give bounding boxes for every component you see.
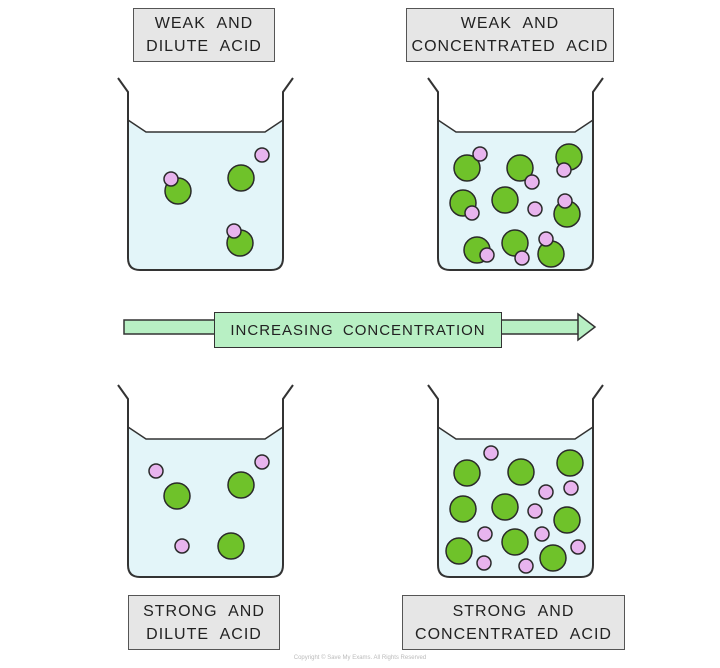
beaker-weak-dilute: [117, 77, 294, 271]
label-line: STRONG AND: [452, 602, 575, 620]
hydrogen-ion: [570, 539, 586, 555]
hydrogen-ion: [163, 171, 179, 187]
hydrogen-ion: [226, 223, 242, 239]
label-line: STRONG AND: [143, 602, 265, 620]
acid-particle: [217, 532, 245, 560]
acid-particle: [227, 164, 255, 192]
hydrogen-ion: [518, 558, 534, 574]
acid-particle: [445, 537, 473, 565]
hydrogen-ion: [538, 231, 554, 247]
acid-particle: [501, 528, 529, 556]
hydrogen-ion: [534, 526, 550, 542]
label-weak-concentrated: WEAK AND CONCENTRATED ACID: [406, 8, 614, 62]
label-line: CONCENTRATED ACID: [411, 38, 609, 55]
hydrogen-ion: [524, 174, 540, 190]
acid-particle: [453, 459, 481, 487]
label-line: DILUTE ACID: [146, 625, 262, 643]
hydrogen-ion: [527, 201, 543, 217]
arrow-label: INCREASING CONCENTRATION: [214, 312, 502, 348]
hydrogen-ion: [476, 555, 492, 571]
label-line: WEAK AND: [154, 15, 254, 32]
hydrogen-ion: [254, 147, 270, 163]
acid-particle: [453, 154, 481, 182]
acid-particle: [491, 186, 519, 214]
acid-particle: [491, 493, 519, 521]
acid-particle: [163, 482, 191, 510]
label-line: WEAK AND: [460, 15, 560, 32]
acid-particle: [539, 544, 567, 572]
hydrogen-ion: [527, 503, 543, 519]
hydrogen-ion: [514, 250, 530, 266]
acid-particle: [227, 471, 255, 499]
copyright-text: Copyright © Save My Exams. All Rights Re…: [293, 655, 427, 661]
label-line: DILUTE ACID: [146, 38, 262, 55]
hydrogen-ion: [148, 463, 164, 479]
acid-particle: [449, 495, 477, 523]
hydrogen-ion: [254, 454, 270, 470]
hydrogen-ion: [538, 484, 554, 500]
hydrogen-ion: [557, 193, 573, 209]
label-weak-dilute: WEAK AND DILUTE ACID: [133, 8, 275, 62]
hydrogen-ion: [477, 526, 493, 542]
hydrogen-ion: [472, 146, 488, 162]
hydrogen-ion: [464, 205, 480, 221]
hydrogen-ion: [174, 538, 190, 554]
acid-particle: [507, 458, 535, 486]
hydrogen-ion: [483, 445, 499, 461]
beaker-strong-dilute: [117, 384, 294, 578]
hydrogen-ion: [563, 480, 579, 496]
acid-particle: [506, 154, 534, 182]
label-strong-dilute: STRONG AND DILUTE ACID: [128, 595, 280, 650]
acid-particle: [556, 449, 584, 477]
label-line: CONCENTRATED ACID: [415, 625, 612, 643]
acid-particle: [553, 506, 581, 534]
hydrogen-ion: [479, 247, 495, 263]
label-strong-concentrated: STRONG AND CONCENTRATED ACID: [402, 595, 625, 650]
hydrogen-ion: [556, 162, 572, 178]
